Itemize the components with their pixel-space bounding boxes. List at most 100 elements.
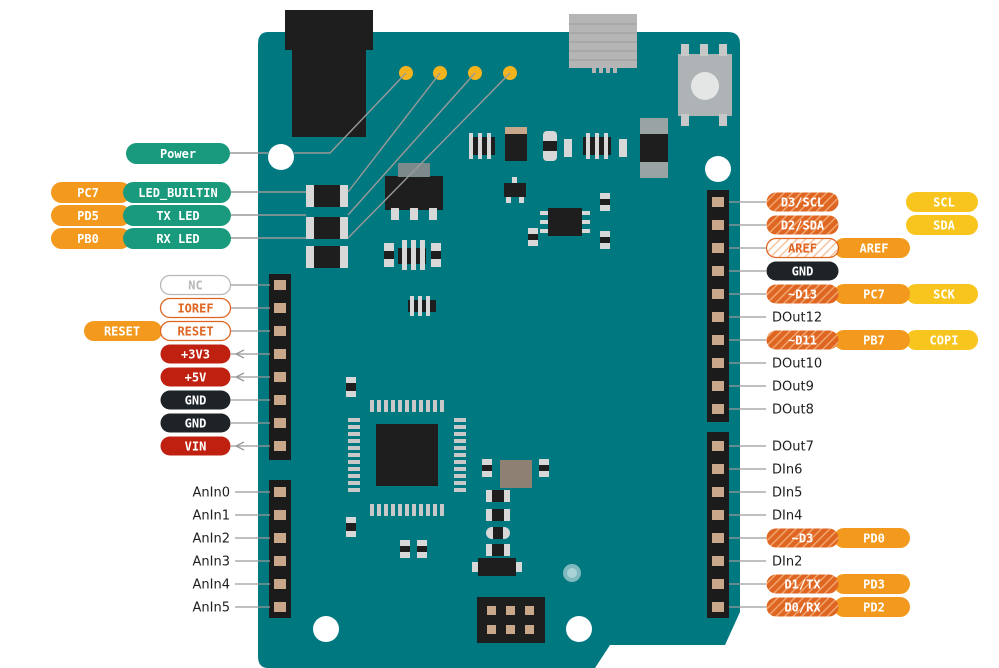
pin-label-pill: [766, 215, 839, 235]
pin-label-text: D0/RX: [784, 601, 821, 615]
mcu-pin: [454, 432, 466, 436]
header-pin: [274, 602, 286, 612]
mcu-pin: [348, 425, 360, 429]
pin-label: LED_BUILTIN: [138, 186, 217, 201]
voltage-regulator: [385, 176, 443, 210]
left-analog-header: [269, 480, 291, 618]
header-pin: [712, 312, 724, 322]
mcu-pin: [454, 418, 466, 422]
pin-label-text: +5V: [185, 371, 207, 385]
mounting-hole: [566, 616, 592, 642]
header-pin: [274, 441, 286, 451]
mcu-pin: [348, 446, 360, 450]
alt-label-pill: [834, 284, 910, 304]
mcu-pin: [454, 439, 466, 443]
header-pin: [712, 243, 724, 253]
pin-label-group: DIn4: [729, 509, 802, 524]
alt-label-pill: [906, 284, 978, 304]
pin-label-group: DOut7: [729, 440, 814, 455]
header-pin: [274, 533, 286, 543]
mcu-pin: [433, 400, 437, 412]
left-power-header: [269, 274, 291, 460]
pin-label-pill: [159, 274, 232, 296]
header-pin: [712, 335, 724, 345]
mcu-pin: [454, 481, 466, 485]
alt-label-pill: [834, 330, 910, 350]
pin-label-pill: [159, 320, 232, 342]
mcu-pin: [405, 504, 409, 516]
header-pin: [712, 579, 724, 589]
arduino-board: [258, 10, 740, 668]
mcu-pin: [348, 460, 360, 464]
alt-label-pill: [906, 215, 978, 235]
pin-label-pill: [766, 528, 839, 548]
mcu-pin: [348, 474, 360, 478]
crystal: [400, 459, 549, 576]
mcu-pin: [454, 460, 466, 464]
mounting-hole: [705, 156, 731, 182]
pin-label-pill: [766, 574, 839, 594]
mcu-pin: [419, 400, 423, 412]
pin-label-text: DOut9: [772, 380, 814, 395]
pin-label-pill: [160, 390, 231, 410]
analog-pin-label: AnIn3: [193, 555, 230, 570]
mcu-pin: [377, 504, 381, 516]
pin-label-text: DOut7: [772, 440, 814, 455]
mcu-pin: [391, 504, 395, 516]
analog-pin-label: AnIn2: [193, 532, 230, 547]
leader-line: [294, 72, 407, 154]
pin-label-text: D3/SCL: [781, 196, 824, 210]
left-top-labels: Power PC7 LED_BUILTIN PD5 TX LED PB0 RX …: [51, 143, 231, 249]
header-pin: [274, 326, 286, 336]
pin-label-pill: [160, 367, 231, 387]
mcu-pin: [348, 439, 360, 443]
pin-label-text: GND: [185, 394, 207, 408]
header-pin: [274, 418, 286, 428]
smd-components: [306, 118, 668, 537]
pin-label-group: DIn6: [729, 463, 802, 478]
icsp-header: [477, 597, 545, 643]
mcu-pin: [391, 400, 395, 412]
mcu-pin: [454, 474, 466, 478]
mcu-pin: [348, 418, 360, 422]
header-pin: [712, 197, 724, 207]
header-pin: [274, 395, 286, 405]
pin-label-group: DOut10: [729, 357, 822, 372]
pin-label-group: IOREF: [159, 297, 270, 319]
pin-label-text: D2/SDA: [781, 219, 825, 233]
usb-port: [569, 14, 637, 73]
label-led-builtin: PC7 LED_BUILTIN: [51, 182, 231, 203]
header-pin: [712, 602, 724, 612]
pin-label-text: DIn5: [772, 486, 802, 501]
pin-label-pill: [766, 284, 839, 304]
header-pin: [712, 464, 724, 474]
pin-label-group: GND: [729, 261, 839, 281]
pin-label-pill: [160, 436, 231, 456]
mcu-pin: [412, 504, 416, 516]
header-pin: [274, 372, 286, 382]
pin-label-text: RESET: [104, 325, 140, 339]
pin-label-group: VIN: [160, 436, 270, 456]
alt-label-pill: [906, 192, 978, 212]
alt-label-text: SCK: [933, 288, 955, 302]
label-tx-led: PD5 TX LED: [51, 205, 231, 226]
header-pin: [274, 349, 286, 359]
leader-arrow: [231, 441, 270, 451]
microcontroller: [348, 400, 466, 516]
port-label: PC7: [77, 186, 99, 200]
pin-label: RX LED: [156, 232, 199, 246]
pin-label-text: ~D3: [792, 532, 814, 546]
mcu-pin: [454, 453, 466, 457]
leader-arrow: [231, 372, 270, 382]
alt-label-text: AREF: [860, 242, 889, 256]
alt-label-pill: [906, 330, 978, 350]
pin-label-text: DIn6: [772, 463, 802, 478]
pin-label-text: GND: [185, 417, 207, 431]
pin-label-pill: [160, 344, 231, 364]
mcu-pin: [426, 400, 430, 412]
